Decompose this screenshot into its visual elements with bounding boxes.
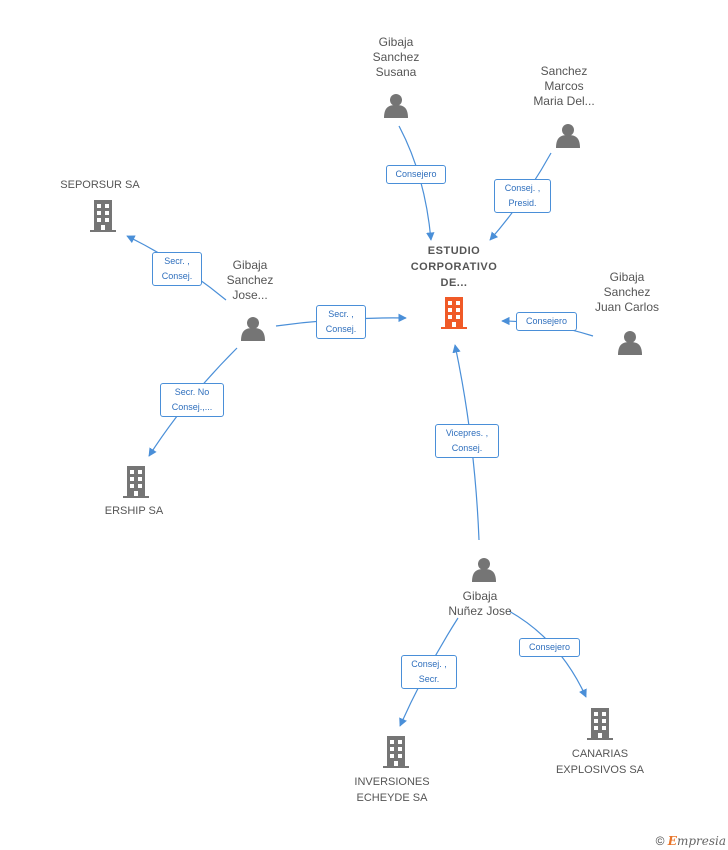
company-label-line: CANARIAS xyxy=(571,748,629,760)
edge-label-josen-inversiones: Consej. , Secr. xyxy=(401,655,457,689)
person-label-line: Sanchez xyxy=(372,50,420,64)
brand-logo-rest: mpresia xyxy=(676,834,726,848)
edge-label-line: Presid. xyxy=(508,198,537,208)
brand-footer[interactable]: © Empresia xyxy=(656,834,726,848)
person-label-line: Gibaja xyxy=(232,258,268,272)
main-company-label-line: ESTUDIO xyxy=(427,245,481,257)
edge-label-susana-main: Consejero xyxy=(386,165,446,184)
person-label-jose-nunez[interactable]: Gibaja Nuñez Jose xyxy=(430,589,530,619)
edge-label-joses-ership: Secr. No Consej.,... xyxy=(160,383,224,417)
company-label-canarias[interactable]: CANARIAS EXPLOSIVOS SA xyxy=(540,746,660,778)
edge-label-line: Consej. xyxy=(325,324,357,334)
edge-label-josen-canarias: Consejero xyxy=(519,638,580,657)
edges xyxy=(126,125,594,727)
person-label-line: Nuñez Jose xyxy=(448,604,512,618)
person-icon xyxy=(472,558,496,582)
person-label-marcos[interactable]: Sanchez Marcos Maria Del... xyxy=(514,64,614,109)
edge-label-marcos-main: Consej. , Presid. xyxy=(494,179,551,213)
edge-label-line: Consej. , xyxy=(504,183,541,193)
building-icon xyxy=(587,708,613,740)
person-icon xyxy=(618,331,642,355)
person-label-line: Susana xyxy=(375,65,417,79)
person-label-line: Gibaja xyxy=(609,270,645,284)
edge-label-line: Secr. , xyxy=(164,256,190,266)
edge-label-josen-main: Vicepres. , Consej. xyxy=(435,424,499,458)
person-label-line: Jose... xyxy=(232,288,268,302)
person-label-line: Gibaja xyxy=(378,35,414,49)
main-company-label[interactable]: ESTUDIO CORPORATIVO DE... xyxy=(394,243,514,291)
person-icon xyxy=(241,317,265,341)
company-label-line: ERSHIP SA xyxy=(104,505,164,517)
company-label-line: SEPORSUR SA xyxy=(60,179,140,191)
brand-logo: Empresia xyxy=(668,834,726,848)
edge-label-line: Consej. , xyxy=(411,659,447,669)
edge-label-line: Consej. xyxy=(451,443,483,453)
company-label-line: EXPLOSIVOS SA xyxy=(555,764,645,776)
edge-label-line: Vicepres. , xyxy=(445,428,489,438)
company-icons xyxy=(90,200,613,768)
company-label-inversiones[interactable]: INVERSIONES ECHEYDE SA xyxy=(332,774,452,806)
brand-logo-initial: E xyxy=(667,834,677,848)
building-icon xyxy=(123,466,149,498)
edge-label-juan-main: Consejero xyxy=(516,312,577,331)
person-icon xyxy=(556,124,580,148)
company-label-line: INVERSIONES xyxy=(354,776,430,788)
person-label-line: Gibaja xyxy=(462,589,498,603)
person-label-line: Sanchez xyxy=(603,285,651,299)
main-company-label-line: CORPORATIVO xyxy=(410,261,498,273)
building-icon xyxy=(90,200,116,232)
company-label-seporsur[interactable]: SEPORSUR SA xyxy=(40,177,160,193)
person-label-line: Maria Del... xyxy=(533,94,595,108)
building-icon xyxy=(383,736,409,768)
edge-label-line: Secr. No xyxy=(174,387,210,397)
person-label-line: Juan Carlos xyxy=(594,300,660,314)
edge-label-joses-seporsur: Secr. , Consej. xyxy=(152,252,202,286)
person-icon xyxy=(384,94,408,118)
edge-label-line: Consej.,... xyxy=(171,402,213,412)
edge-label-line: Consejero xyxy=(395,169,437,179)
person-label-jose-sanchez[interactable]: Gibaja Sanchez Jose... xyxy=(200,258,300,303)
edge-label-line: Secr. xyxy=(418,674,440,684)
main-company-label-line: DE... xyxy=(440,277,468,289)
person-label-juan-carlos[interactable]: Gibaja Sanchez Juan Carlos xyxy=(577,270,677,315)
person-label-line: Sanchez xyxy=(226,273,274,287)
edge-label-line: Consejero xyxy=(525,316,568,326)
building-icon-main xyxy=(441,297,467,329)
person-label-line: Marcos xyxy=(544,79,584,93)
company-label-ership[interactable]: ERSHIP SA xyxy=(74,503,194,519)
company-label-line: ECHEYDE SA xyxy=(356,792,428,804)
person-label-susana[interactable]: Gibaja Sanchez Susana xyxy=(346,35,446,80)
edge-label-line: Secr. , xyxy=(328,309,354,319)
edge-label-line: Consejero xyxy=(528,642,571,652)
copyright-symbol: © xyxy=(655,834,665,848)
person-label-line: Sanchez xyxy=(540,64,588,78)
edge-label-line: Consej. xyxy=(161,271,193,281)
edge-label-joses-main: Secr. , Consej. xyxy=(316,305,366,339)
